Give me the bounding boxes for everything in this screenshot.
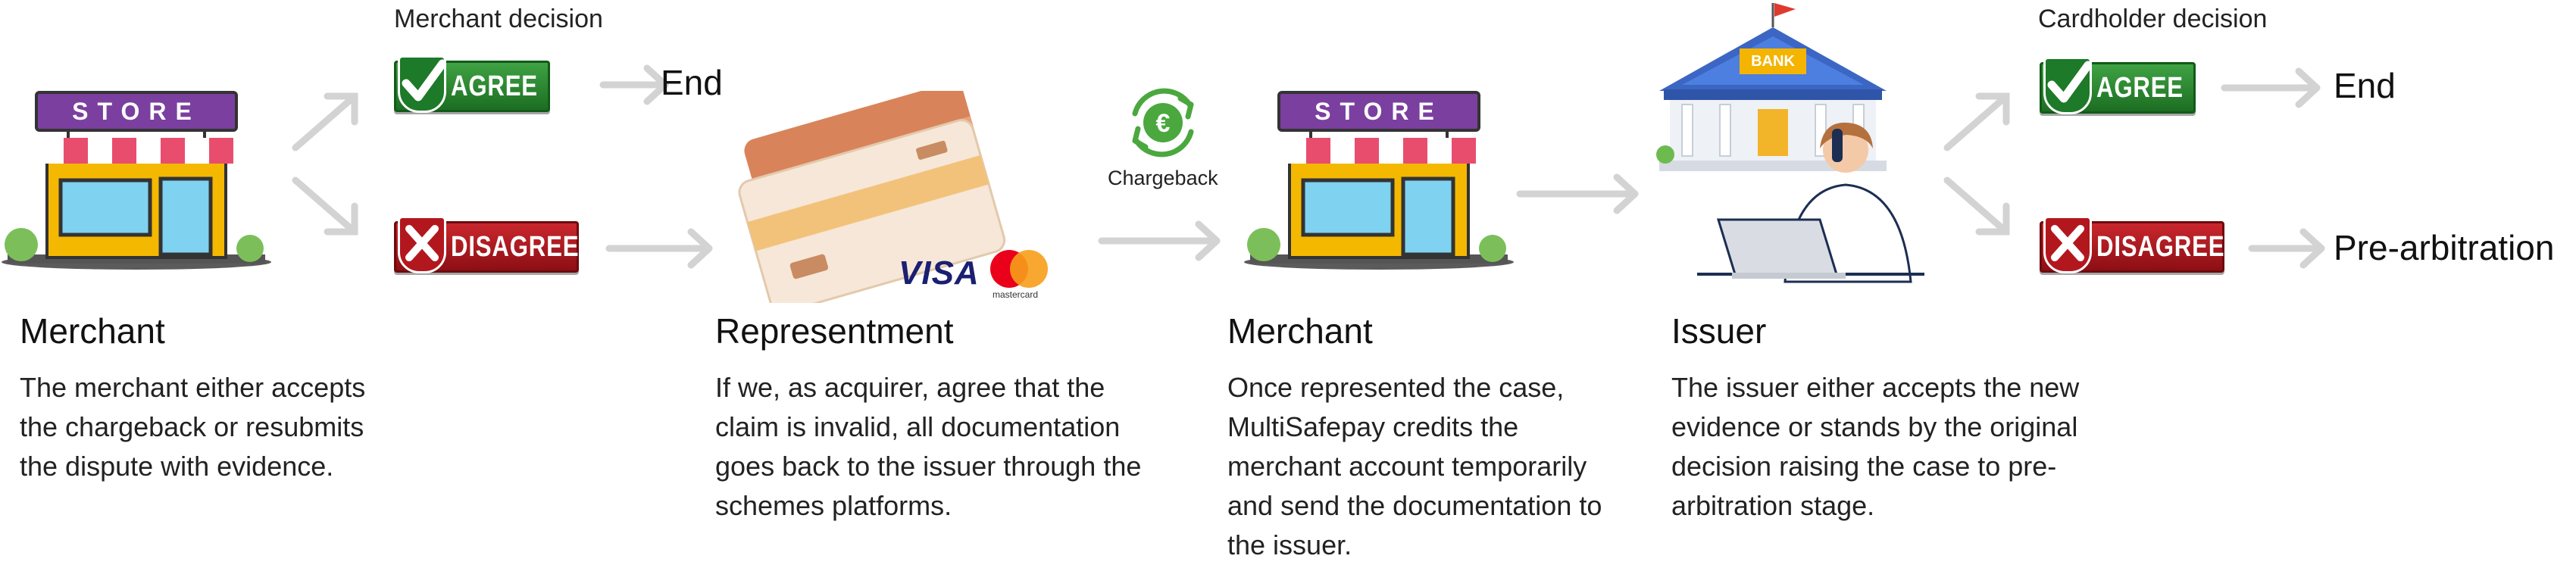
x-icon-2 (2043, 216, 2092, 273)
step-representment: Representment If we, as acquirer, agree … (715, 311, 1170, 526)
arrow-disagree-to-representment (605, 228, 713, 269)
chargeback-euro-icon: € (1121, 83, 1205, 162)
merchant-decision-label: Merchant decision (394, 5, 603, 33)
store-illustration-1: STORE (0, 89, 273, 271)
step-merchant-2: Merchant Once represented the case, Mult… (1227, 311, 1637, 565)
store-sign-text-2: STORE (1315, 98, 1443, 125)
step-description: The issuer either accepts the new eviden… (1671, 372, 2080, 521)
arrow-merchant-to-disagree (292, 176, 358, 236)
bank-sign-text: BANK (1751, 53, 1795, 70)
x-icon (398, 216, 446, 273)
step-description: The merchant either accepts the chargeba… (20, 372, 366, 482)
merchant-disagree-badge: DISAGREE (394, 216, 580, 273)
arrow-merchant-agree-to-end (599, 64, 669, 105)
cardholder-decision-label: Cardholder decision (2038, 5, 2268, 33)
step-title: Representment (715, 311, 954, 351)
svg-text:€: € (1156, 109, 1171, 138)
store-sign-text: STORE (72, 98, 201, 125)
step-title: Merchant (1227, 311, 1373, 351)
mastercard-wordmark: mastercard (993, 289, 1039, 300)
arrow-cardholder-disagree-to-prearb (2248, 228, 2325, 269)
mastercard-logo-icon (990, 250, 1048, 288)
arrow-merchant-to-agree (292, 92, 358, 151)
arrow-issuer-to-agree (1943, 92, 2010, 151)
merchant-disagree-text: DISAGREE (451, 231, 580, 263)
merchant-agree-outcome: End (661, 63, 723, 102)
check-icon (398, 55, 446, 113)
check-icon-2 (2043, 57, 2092, 114)
cardholder-disagree-badge: DISAGREE (2040, 216, 2225, 273)
cardholder-disagree-text: DISAGREE (2096, 231, 2225, 263)
arrow-cardholder-agree-to-end (2221, 67, 2321, 108)
step-title: Issuer (1671, 311, 1767, 351)
cardholder-disagree-outcome: Pre-arbitration (2334, 228, 2555, 267)
step-description: Once represented the case, MultiSafepay … (1227, 372, 1602, 560)
step-title: Merchant (20, 311, 165, 351)
cardholder-agree-badge: AGREE (2040, 57, 2196, 114)
step-merchant-1: Merchant The merchant either accepts the… (20, 311, 414, 486)
arrow-representment-to-merchant (1098, 220, 1221, 261)
credit-cards-illustration: VISA mastercard (705, 91, 1061, 303)
merchant-agree-badge: AGREE (394, 55, 550, 113)
bank-issuer-illustration: BANK (1652, 0, 1940, 303)
merchant-agree-text: AGREE (451, 70, 538, 102)
chargeback-label: Chargeback (1108, 167, 1218, 189)
step-description: If we, as acquirer, agree that the claim… (715, 372, 1142, 521)
store-illustration-2: STORE (1243, 89, 1515, 271)
arrow-merchant-to-issuer (1516, 173, 1639, 214)
arrow-issuer-to-disagree (1943, 176, 2010, 236)
cardholder-agree-text: AGREE (2096, 72, 2184, 104)
visa-logo: VISA (899, 254, 980, 292)
step-issuer: Issuer The issuer either accepts the new… (1671, 311, 2096, 526)
cardholder-agree-outcome: End (2334, 66, 2396, 105)
